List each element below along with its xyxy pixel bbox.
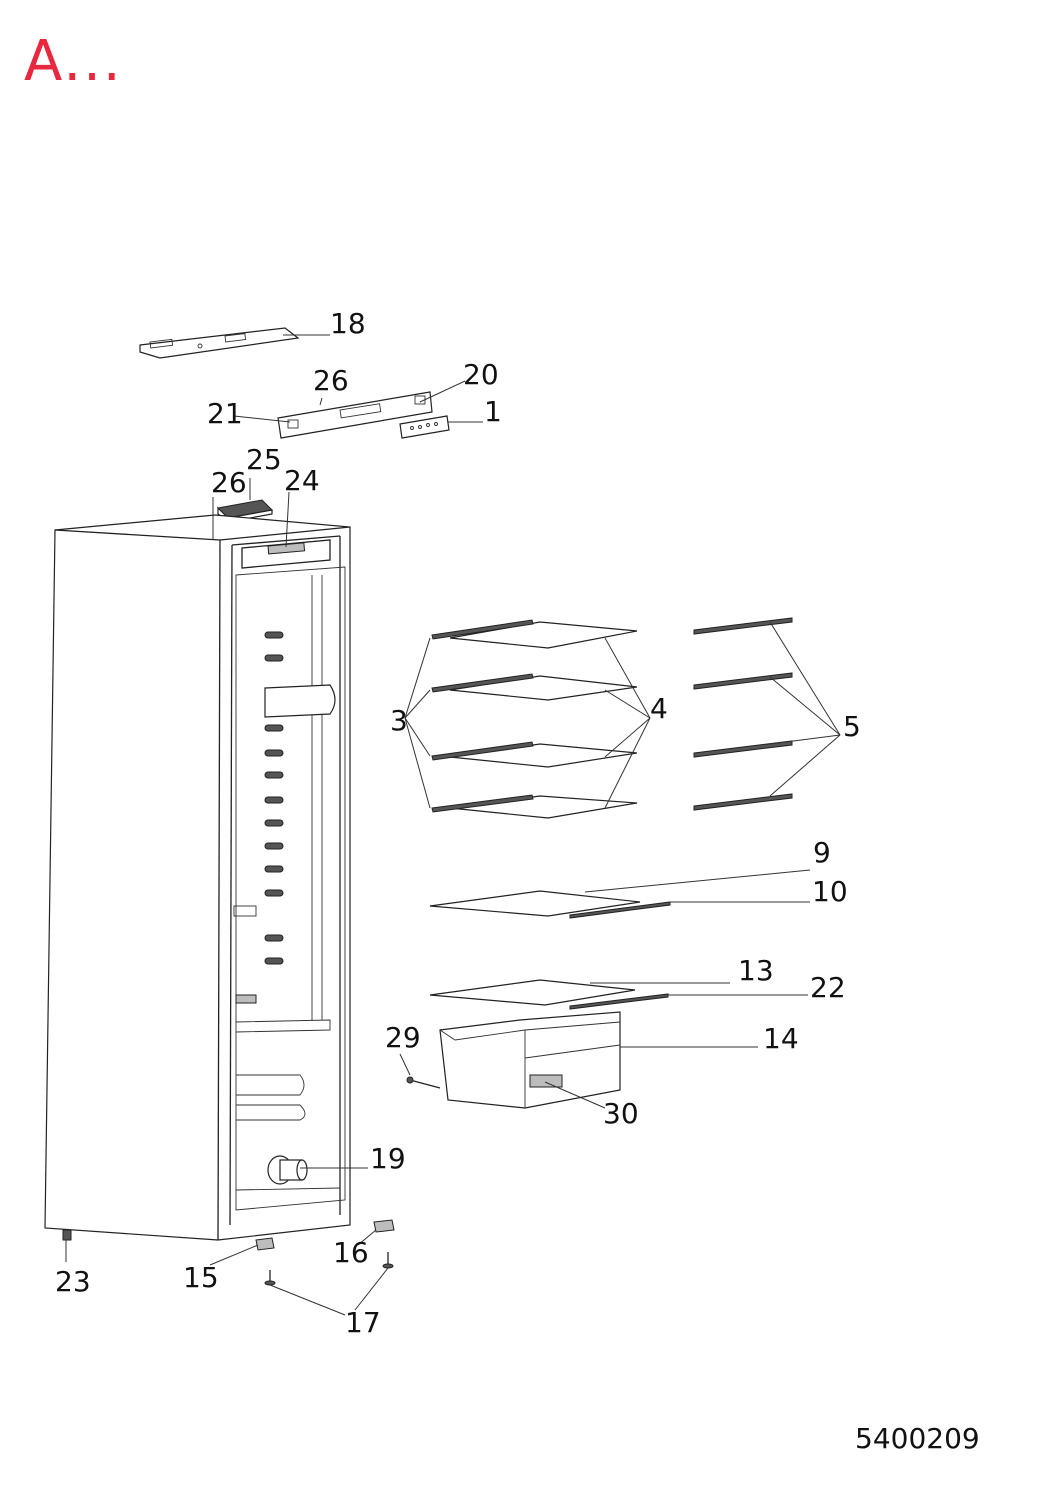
part-3-shelf-trims (431, 619, 534, 813)
callout-22: 22 (810, 971, 846, 1004)
part-18-bracket (139, 327, 300, 359)
page-title: A... (24, 29, 123, 94)
callout-19: 19 (370, 1142, 406, 1175)
callout-21: 21 (207, 397, 243, 430)
part-9-glass-plate (429, 890, 641, 917)
part-16-hinge (373, 1219, 395, 1233)
callout-16: 16 (333, 1236, 369, 1269)
callout-17: 17 (345, 1306, 381, 1339)
part-29-pin (406, 1076, 441, 1089)
callout-24: 24 (284, 464, 320, 497)
part-10-trim (569, 901, 671, 919)
callout-13: 13 (738, 954, 774, 987)
callout-9: 9 (813, 836, 831, 869)
part-23-foot (62, 1229, 72, 1241)
callout-26-lower: 26 (211, 466, 247, 499)
callout-25: 25 (246, 443, 282, 476)
document-number: 5400209 (855, 1422, 980, 1455)
leader-lines (65, 334, 841, 1316)
callout-18: 18 (330, 307, 366, 340)
callout-20: 20 (463, 358, 499, 391)
callout-14: 14 (763, 1022, 799, 1055)
shelf-supports (264, 631, 284, 965)
callout-5: 5 (843, 710, 861, 743)
callout-3: 3 (390, 704, 408, 737)
callout-1: 1 (484, 395, 502, 428)
part-26-control-panel (277, 391, 433, 439)
part-5-rear-trims (693, 617, 793, 811)
callout-23: 23 (55, 1265, 91, 1298)
part-4-glass-shelves (449, 621, 638, 819)
part-15-hinge (255, 1237, 275, 1251)
callout-30: 30 (603, 1097, 639, 1130)
part-13-crisper-cover (429, 979, 636, 1006)
part-1-display (399, 415, 450, 439)
part-17-feet (264, 1252, 394, 1286)
callout-4: 4 (650, 692, 668, 725)
fridge-cabinet (44, 514, 351, 1241)
part-22-trim (569, 993, 669, 1010)
callout-29: 29 (385, 1021, 421, 1054)
callout-26-upper: 26 (313, 364, 349, 397)
part-19-drain (267, 1155, 308, 1185)
part-14-crisper-drawer (439, 1011, 621, 1109)
callout-10: 10 (812, 875, 848, 908)
callout-15: 15 (183, 1261, 219, 1294)
